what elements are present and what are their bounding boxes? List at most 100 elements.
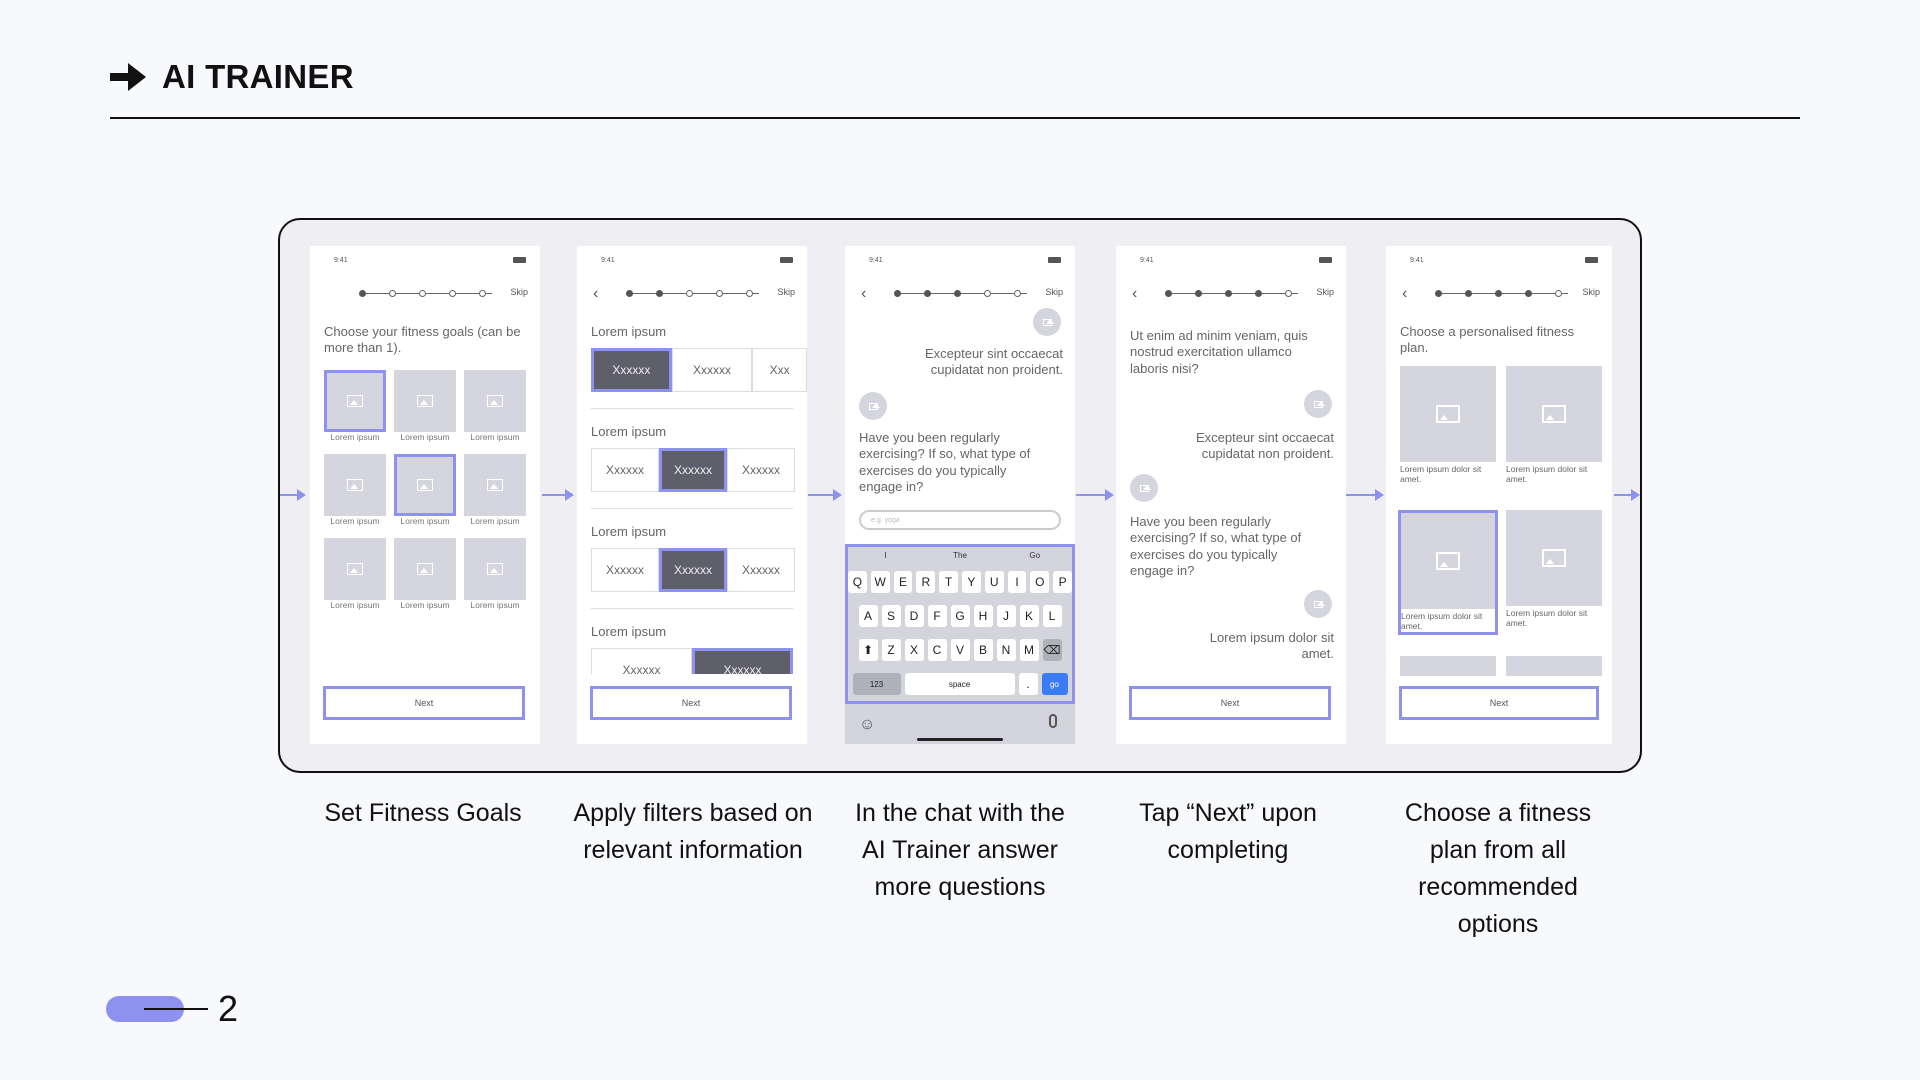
key[interactable]: Z xyxy=(881,639,901,661)
suggestion[interactable]: The xyxy=(953,551,967,560)
progress-stepper xyxy=(359,290,492,297)
back-chevron-icon[interactable]: ‹ xyxy=(1402,285,1408,302)
filter-option[interactable]: Xxxxxx xyxy=(727,448,795,492)
screen-fitness-goals: 9:41 Skip Choose your fitness goals (can… xyxy=(310,246,540,744)
caption-step-4: Tap “Next” upon completing xyxy=(1139,799,1317,864)
plan-card-partial xyxy=(1400,656,1496,676)
backspace-key-icon[interactable]: ⌫ xyxy=(1042,639,1062,661)
filter-option[interactable]: Xxxxxx xyxy=(659,548,727,592)
key[interactable]: E xyxy=(893,571,913,593)
numbers-key[interactable]: 123 xyxy=(852,673,901,695)
key[interactable]: H xyxy=(973,605,993,627)
filter-option[interactable]: Xxxxxx xyxy=(692,648,793,674)
header-divider xyxy=(110,117,1800,119)
next-button[interactable]: Next xyxy=(590,686,792,720)
key[interactable]: K xyxy=(1019,605,1039,627)
ai-message: Ut enim ad minim veniam, quis nostrud ex… xyxy=(1130,328,1308,376)
next-button[interactable]: Next xyxy=(1399,686,1599,720)
caption-step-1: Set Fitness Goals xyxy=(324,799,522,827)
goal-tile[interactable]: Lorem ipsum xyxy=(324,370,386,442)
key[interactable]: J xyxy=(996,605,1016,627)
key[interactable]: L xyxy=(1042,605,1062,627)
image-placeholder-icon xyxy=(417,563,433,575)
filter-option[interactable]: Xxxxxx xyxy=(671,348,753,392)
key[interactable]: W xyxy=(870,571,890,593)
key[interactable]: F xyxy=(927,605,947,627)
key[interactable]: I xyxy=(1007,571,1027,593)
microphone-icon[interactable] xyxy=(1049,714,1057,728)
key[interactable]: X xyxy=(904,639,924,661)
key[interactable]: Q xyxy=(848,571,867,593)
skip-link[interactable]: Skip xyxy=(777,287,795,297)
goal-tile[interactable]: Lorem ipsum xyxy=(394,538,456,610)
key[interactable]: G xyxy=(950,605,970,627)
key[interactable]: Y xyxy=(962,571,981,593)
ai-avatar xyxy=(1130,474,1158,502)
go-key[interactable]: go xyxy=(1041,673,1068,695)
plan-card-selected[interactable]: Lorem ipsum dolor sit amet. xyxy=(1398,510,1498,635)
plan-card[interactable]: Lorem ipsum dolor sit amet. xyxy=(1400,366,1496,485)
key-row-3: ⬆ Z X C V B N M ⌫ xyxy=(848,639,1072,661)
filter-option[interactable]: Xxxxxx xyxy=(591,448,659,492)
status-time: 9:41 xyxy=(1410,257,1424,264)
goal-tile[interactable]: Lorem ipsum xyxy=(394,370,456,442)
filter-label: Lorem ipsum xyxy=(591,624,667,639)
image-placeholder-icon xyxy=(417,395,433,407)
skip-link[interactable]: Skip xyxy=(1582,287,1600,297)
goal-tile[interactable]: Lorem ipsum xyxy=(464,538,526,610)
key[interactable]: B xyxy=(973,639,993,661)
goal-tile[interactable]: Lorem ipsum xyxy=(324,454,386,526)
battery-icon xyxy=(1585,257,1598,263)
back-chevron-icon[interactable]: ‹ xyxy=(1132,285,1138,302)
skip-link[interactable]: Skip xyxy=(1045,287,1063,297)
suggestion[interactable]: Go xyxy=(1029,551,1041,560)
back-chevron-icon[interactable]: ‹ xyxy=(593,285,599,302)
key[interactable]: A xyxy=(858,605,878,627)
battery-icon xyxy=(513,257,526,263)
shift-key-icon[interactable]: ⬆ xyxy=(858,639,878,661)
key[interactable]: M xyxy=(1019,639,1039,661)
back-chevron-icon[interactable]: ‹ xyxy=(861,285,867,302)
keyboard-suggestions: I The Go xyxy=(848,551,1072,560)
key[interactable]: O xyxy=(1030,571,1050,593)
key[interactable]: R xyxy=(916,571,936,593)
key[interactable]: C xyxy=(927,639,947,661)
goal-tile[interactable]: Lorem ipsum xyxy=(394,454,456,526)
image-placeholder-icon xyxy=(347,395,363,407)
suggestion[interactable]: I xyxy=(884,551,887,560)
skip-link[interactable]: Skip xyxy=(1316,287,1334,297)
divider xyxy=(591,408,793,409)
plan-card-partial xyxy=(1506,656,1602,676)
key[interactable]: T xyxy=(939,571,958,593)
goal-tile[interactable]: Lorem ipsum xyxy=(464,454,526,526)
filter-option[interactable]: Xxxxxx xyxy=(591,348,672,392)
filter-option[interactable]: Xxxxxx xyxy=(659,448,727,492)
goal-tile[interactable]: Lorem ipsum xyxy=(464,370,526,442)
key[interactable]: U xyxy=(984,571,1004,593)
screen-chat-complete: 9:41 ‹ Skip Ut enim ad minim veniam, qui… xyxy=(1116,246,1346,744)
filter-option[interactable]: Xxxxxx xyxy=(591,648,692,674)
filter-option[interactable]: Xxx xyxy=(752,348,807,392)
emoji-icon[interactable]: ☺ xyxy=(859,716,876,733)
plan-card[interactable]: Lorem ipsum dolor sit amet. xyxy=(1506,366,1602,485)
key[interactable]: D xyxy=(904,605,924,627)
divider xyxy=(591,508,793,509)
key[interactable]: N xyxy=(996,639,1016,661)
chat-input[interactable]: e.g. yoga xyxy=(859,510,1061,530)
user-avatar xyxy=(1033,308,1061,336)
filter-option[interactable]: Xxxxxx xyxy=(591,548,659,592)
goal-tile[interactable]: Lorem ipsum xyxy=(324,538,386,610)
plan-card[interactable]: Lorem ipsum dolor sit amet. xyxy=(1506,510,1602,629)
image-placeholder-icon xyxy=(347,479,363,491)
period-key[interactable]: . xyxy=(1018,673,1038,695)
key-row-4: 123 space . go xyxy=(848,673,1072,695)
space-key[interactable]: space xyxy=(904,673,1015,695)
key[interactable]: P xyxy=(1053,571,1072,593)
skip-link[interactable]: Skip xyxy=(510,287,528,297)
next-button[interactable]: Next xyxy=(1129,686,1331,720)
key[interactable]: S xyxy=(881,605,901,627)
next-button[interactable]: Next xyxy=(323,686,525,720)
filter-option[interactable]: Xxxxxx xyxy=(727,548,795,592)
key[interactable]: V xyxy=(950,639,970,661)
divider xyxy=(591,608,793,609)
